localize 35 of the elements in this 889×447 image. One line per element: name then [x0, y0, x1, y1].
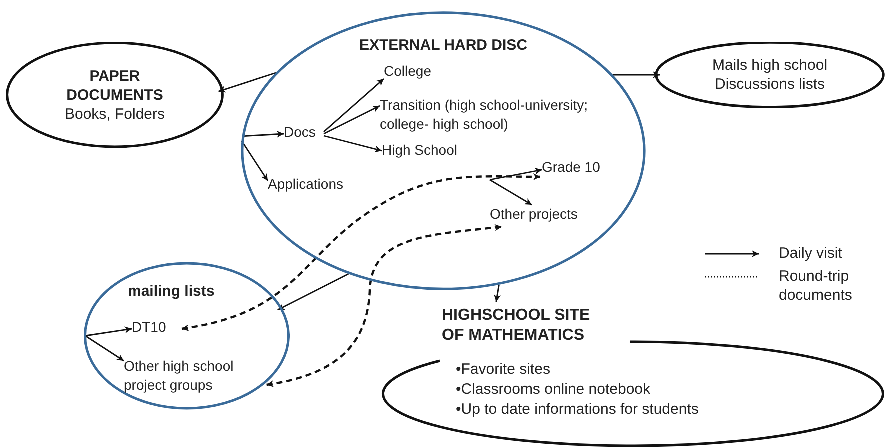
node-heading: EXTERNAL HARD DISC — [359, 36, 528, 55]
bullet-item: •Classrooms online notebook — [456, 380, 652, 400]
node-label: Transition (high school-university; college- high school) — [380, 96, 605, 136]
node-label: College — [384, 62, 454, 82]
node-text: Mails high school Discussions lists — [711, 56, 829, 94]
arrow — [324, 78, 384, 133]
node-heading: PAPER DOCUMENTS — [66, 66, 164, 104]
dashed-arrow — [266, 224, 502, 388]
node-heading: mailing lists — [128, 282, 216, 301]
arrow — [278, 274, 349, 311]
node-label: Docs — [284, 123, 324, 143]
arrow — [612, 72, 660, 78]
node-label: Applications — [268, 175, 378, 195]
arrow — [241, 140, 269, 182]
dashed-arrow — [182, 173, 540, 332]
bullet-item: •Up to date informations for students — [456, 400, 699, 420]
arrow — [85, 335, 124, 362]
arrow — [490, 179, 532, 206]
arrow — [324, 135, 382, 153]
node-text: Books, Folders — [64, 104, 166, 124]
node-label: Other high school project groups — [124, 357, 264, 397]
arrow — [324, 105, 380, 135]
bullet-item: •Favorite sites — [456, 360, 552, 380]
arrow — [490, 168, 542, 181]
arrow — [242, 130, 284, 138]
legend-label: Daily visit — [779, 244, 844, 263]
node-label: Other projects — [490, 205, 610, 225]
arrow — [494, 284, 501, 302]
node-heading: HIGHSCHOOL SITE OF MATHEMATICS — [442, 306, 592, 346]
node-label: Grade 10 — [542, 158, 620, 178]
node-label: DT10 — [132, 318, 182, 338]
arrow — [218, 72, 276, 93]
arrow — [85, 326, 132, 337]
legend-label: Round-trip documents — [779, 267, 854, 305]
node-label: High School — [382, 141, 482, 161]
